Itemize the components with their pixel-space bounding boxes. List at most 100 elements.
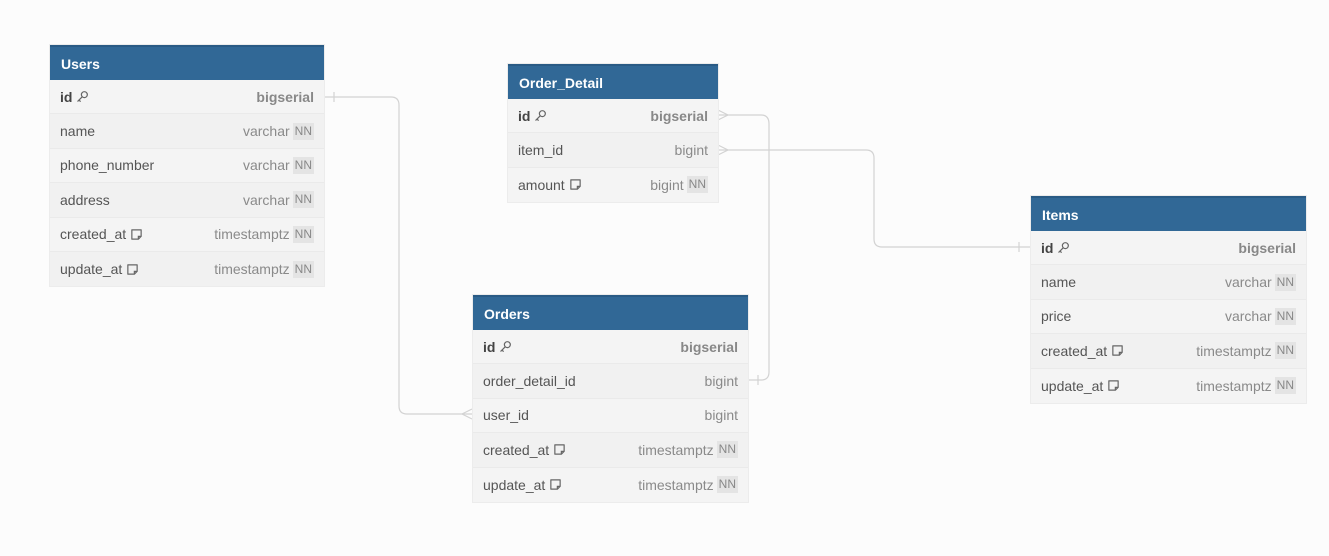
field-type-text: bigint: [704, 373, 738, 390]
field-name: id: [60, 89, 89, 105]
many-marker: [717, 144, 730, 156]
field-name: user_id: [483, 407, 529, 423]
field-name: update_at: [1041, 378, 1120, 394]
field-name-text: update_at: [1041, 377, 1104, 394]
note-icon[interactable]: [130, 228, 143, 241]
field-name-text: item_id: [518, 142, 564, 159]
field-row-order-detail-id[interactable]: order_detail_id bigint: [473, 364, 748, 399]
field-name-text: price: [1041, 308, 1072, 325]
not-null-badge: NN: [686, 176, 708, 194]
field-name: phone_number: [60, 157, 154, 173]
relation-orderdetail-items[interactable]: [718, 149, 1031, 248]
not-null-badge: NN: [1274, 342, 1296, 360]
relation-users-orders[interactable]: [324, 96, 472, 415]
field-type-text: bigserial: [650, 107, 708, 124]
field-type-text: timestamptz: [214, 226, 290, 243]
field-type-text: bigint: [650, 176, 684, 193]
not-null-badge: NN: [1274, 307, 1296, 325]
field-row-user-id[interactable]: user_id bigint: [473, 398, 748, 434]
field-name-text: update_at: [60, 261, 123, 278]
field-name-text: user_id: [483, 407, 529, 424]
table-title[interactable]: Items: [1031, 196, 1306, 231]
key-icon: [534, 109, 547, 122]
field-name: id: [483, 339, 512, 355]
field-row-item-id[interactable]: item_id bigint: [508, 133, 718, 168]
not-null-badge: NN: [292, 260, 314, 278]
note-icon[interactable]: [1107, 379, 1120, 392]
field-name-text: id: [518, 107, 531, 124]
field-name-text: created_at: [1041, 342, 1108, 359]
table-title[interactable]: Order_Detail: [508, 64, 718, 99]
field-type-text: timestamptz: [1196, 342, 1272, 359]
field-type: bigserial: [256, 89, 314, 105]
key-icon: [76, 90, 89, 103]
note-icon[interactable]: [569, 178, 582, 191]
field-name: address: [60, 192, 110, 208]
field-row-id[interactable]: id bigserial: [50, 80, 324, 115]
note-icon[interactable]: [549, 478, 562, 491]
field-type-text: varchar: [242, 157, 290, 174]
field-name: created_at: [60, 226, 143, 242]
field-type: bigint: [705, 373, 738, 389]
field-row-id[interactable]: id bigserial: [508, 99, 718, 134]
field-type-text: bigserial: [680, 338, 738, 355]
field-type-text: bigint: [674, 142, 708, 159]
note-icon[interactable]: [126, 263, 139, 276]
field-name: created_at: [1041, 343, 1124, 359]
relation-orders-orderdetail[interactable]: [718, 114, 770, 381]
field-name: name: [1041, 274, 1076, 290]
note-icon[interactable]: [553, 443, 566, 456]
field-type-text: bigserial: [256, 88, 314, 105]
table-title[interactable]: Orders: [473, 295, 748, 330]
table-title[interactable]: Users: [50, 45, 324, 80]
field-type-text: bigserial: [1238, 239, 1296, 256]
not-null-badge: NN: [292, 225, 314, 243]
field-row-id[interactable]: id bigserial: [473, 330, 748, 365]
field-type: bigserial: [680, 339, 738, 355]
field-name-text: name: [60, 123, 96, 140]
field-name: amount: [518, 177, 582, 193]
field-name: price: [1041, 308, 1071, 324]
field-type-text: timestamptz: [638, 441, 714, 458]
field-type-text: timestamptz: [638, 476, 714, 493]
field-name-text: id: [483, 338, 496, 355]
field-type: bigint: [705, 407, 738, 423]
field-type-text: bigint: [704, 407, 738, 424]
key-icon: [1057, 241, 1070, 254]
field-name-text: created_at: [483, 441, 550, 458]
many-marker: [717, 109, 730, 121]
field-type: bigint: [675, 142, 708, 158]
not-null-badge: NN: [1274, 377, 1296, 395]
field-name-text: order_detail_id: [483, 373, 576, 390]
note-icon[interactable]: [1111, 344, 1124, 357]
field-type: bigserial: [650, 108, 708, 124]
key-icon: [499, 340, 512, 353]
not-null-badge: NN: [716, 476, 738, 494]
